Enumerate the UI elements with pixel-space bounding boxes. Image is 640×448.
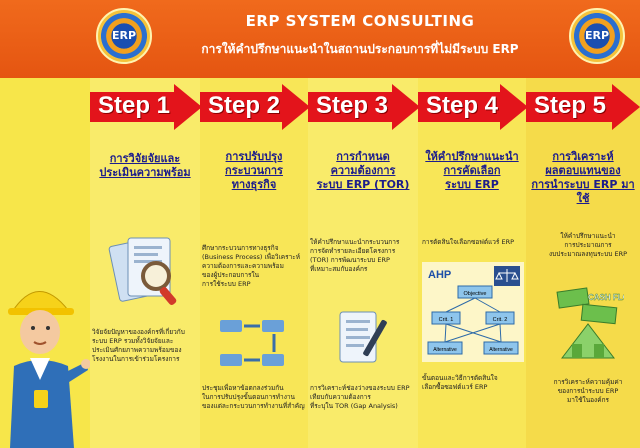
step-4-description-top: การตัดสินใจเลือกซอฟต์แวร์ ERP bbox=[422, 238, 515, 246]
step-4-heading: ให้คำปรึกษาแนะนำการคัดเลือกระบบ ERP bbox=[425, 150, 519, 191]
header-banner: ERP ERP SYSTEM CONSULTING การให้คำปรึกษา… bbox=[0, 0, 640, 78]
page-subtitle: การให้คำปรึกษาแนะนำในสถานประกอบการที่ไม่… bbox=[201, 42, 519, 56]
cash-flow-label: CASH FLOW bbox=[588, 293, 624, 302]
step-2-heading: การปรับปรุงกระบวนการทางธุรกิจ bbox=[225, 150, 283, 191]
step-2-label: Step 2 bbox=[208, 92, 281, 119]
step-2-column bbox=[200, 78, 308, 448]
document-pen-icon bbox=[334, 306, 394, 370]
logo-text: ERP bbox=[584, 29, 610, 42]
cash-flow-icon: CASH FLOW bbox=[552, 286, 637, 360]
ahp-crit1: Crit. 1 bbox=[439, 317, 454, 323]
step-3-label: Step 3 bbox=[316, 92, 389, 119]
step-5-description-top: ให้คำปรึกษาแนะนำการประมาณการ งบประมาณลงท… bbox=[548, 232, 628, 258]
step-4-arrow: Step 4 bbox=[418, 84, 528, 130]
step-2-description-bottom: ประชุมเพื่อหาข้อตกลงร่วมกันในการปรับปรุง… bbox=[202, 384, 305, 410]
step-1-description: วิจัยจัยปัญหาขององค์กรที่เกี่ยวกับระบบ E… bbox=[92, 328, 185, 363]
step-1-arrow: Step 1 bbox=[90, 84, 202, 130]
process-flow-icon bbox=[218, 316, 294, 372]
construction-worker-illustration bbox=[0, 270, 91, 448]
ahp-crit2: Crit. 2 bbox=[493, 317, 508, 323]
ahp-title: AHP bbox=[428, 269, 451, 281]
step-3-arrow: Step 3 bbox=[308, 84, 420, 130]
erp-logo-icon: ERP bbox=[569, 8, 625, 64]
step-3-heading: การกำหนดความต้องการระบบ ERP (TOR) bbox=[316, 150, 410, 191]
step-1-label: Step 1 bbox=[98, 92, 171, 119]
page-title: ERP SYSTEM CONSULTING bbox=[245, 12, 475, 30]
step-4-label: Step 4 bbox=[426, 92, 499, 119]
step-2-description-top: ศึกษากระบวนการทางธุรกิจ(Business Process… bbox=[202, 244, 301, 288]
step-3-description-top: ให้คำปรึกษาแนะนำกระบวนการการจัดทำรายละเอ… bbox=[310, 238, 400, 273]
step-1-heading: การวิจัยจัยและประเมินความพร้อม bbox=[99, 152, 191, 179]
erp-logo-icon: ERP bbox=[96, 8, 152, 64]
step-3-column bbox=[308, 78, 418, 448]
logo-text: ERP bbox=[111, 29, 137, 42]
step-5-arrow: Step 5 bbox=[526, 84, 640, 130]
ahp-alt1: Alternative bbox=[433, 347, 457, 353]
step-2-arrow: Step 2 bbox=[200, 84, 310, 130]
step-5-label: Step 5 bbox=[534, 92, 607, 119]
step-5-column bbox=[526, 78, 640, 448]
step-5-description-bottom: การวิเคราะห์ความคุ้มค่าของการนำระบบ ERP … bbox=[553, 378, 623, 404]
step-5-heading: การวิเคราะห์ผลตอบแทนของการนำระบบ ERP มาใ… bbox=[531, 150, 635, 205]
ahp-objective: Objective bbox=[464, 291, 487, 297]
document-search-icon bbox=[108, 232, 188, 312]
step-4-description-bottom: ขั้นตอนและวิธีการตัดสินใจเลือกซื้อซอฟต์แ… bbox=[422, 374, 498, 391]
ahp-alt2: Alternative bbox=[489, 347, 513, 353]
ahp-diagram: AHP Objective Crit. 1 Crit. 2 Alternativ… bbox=[422, 262, 524, 362]
